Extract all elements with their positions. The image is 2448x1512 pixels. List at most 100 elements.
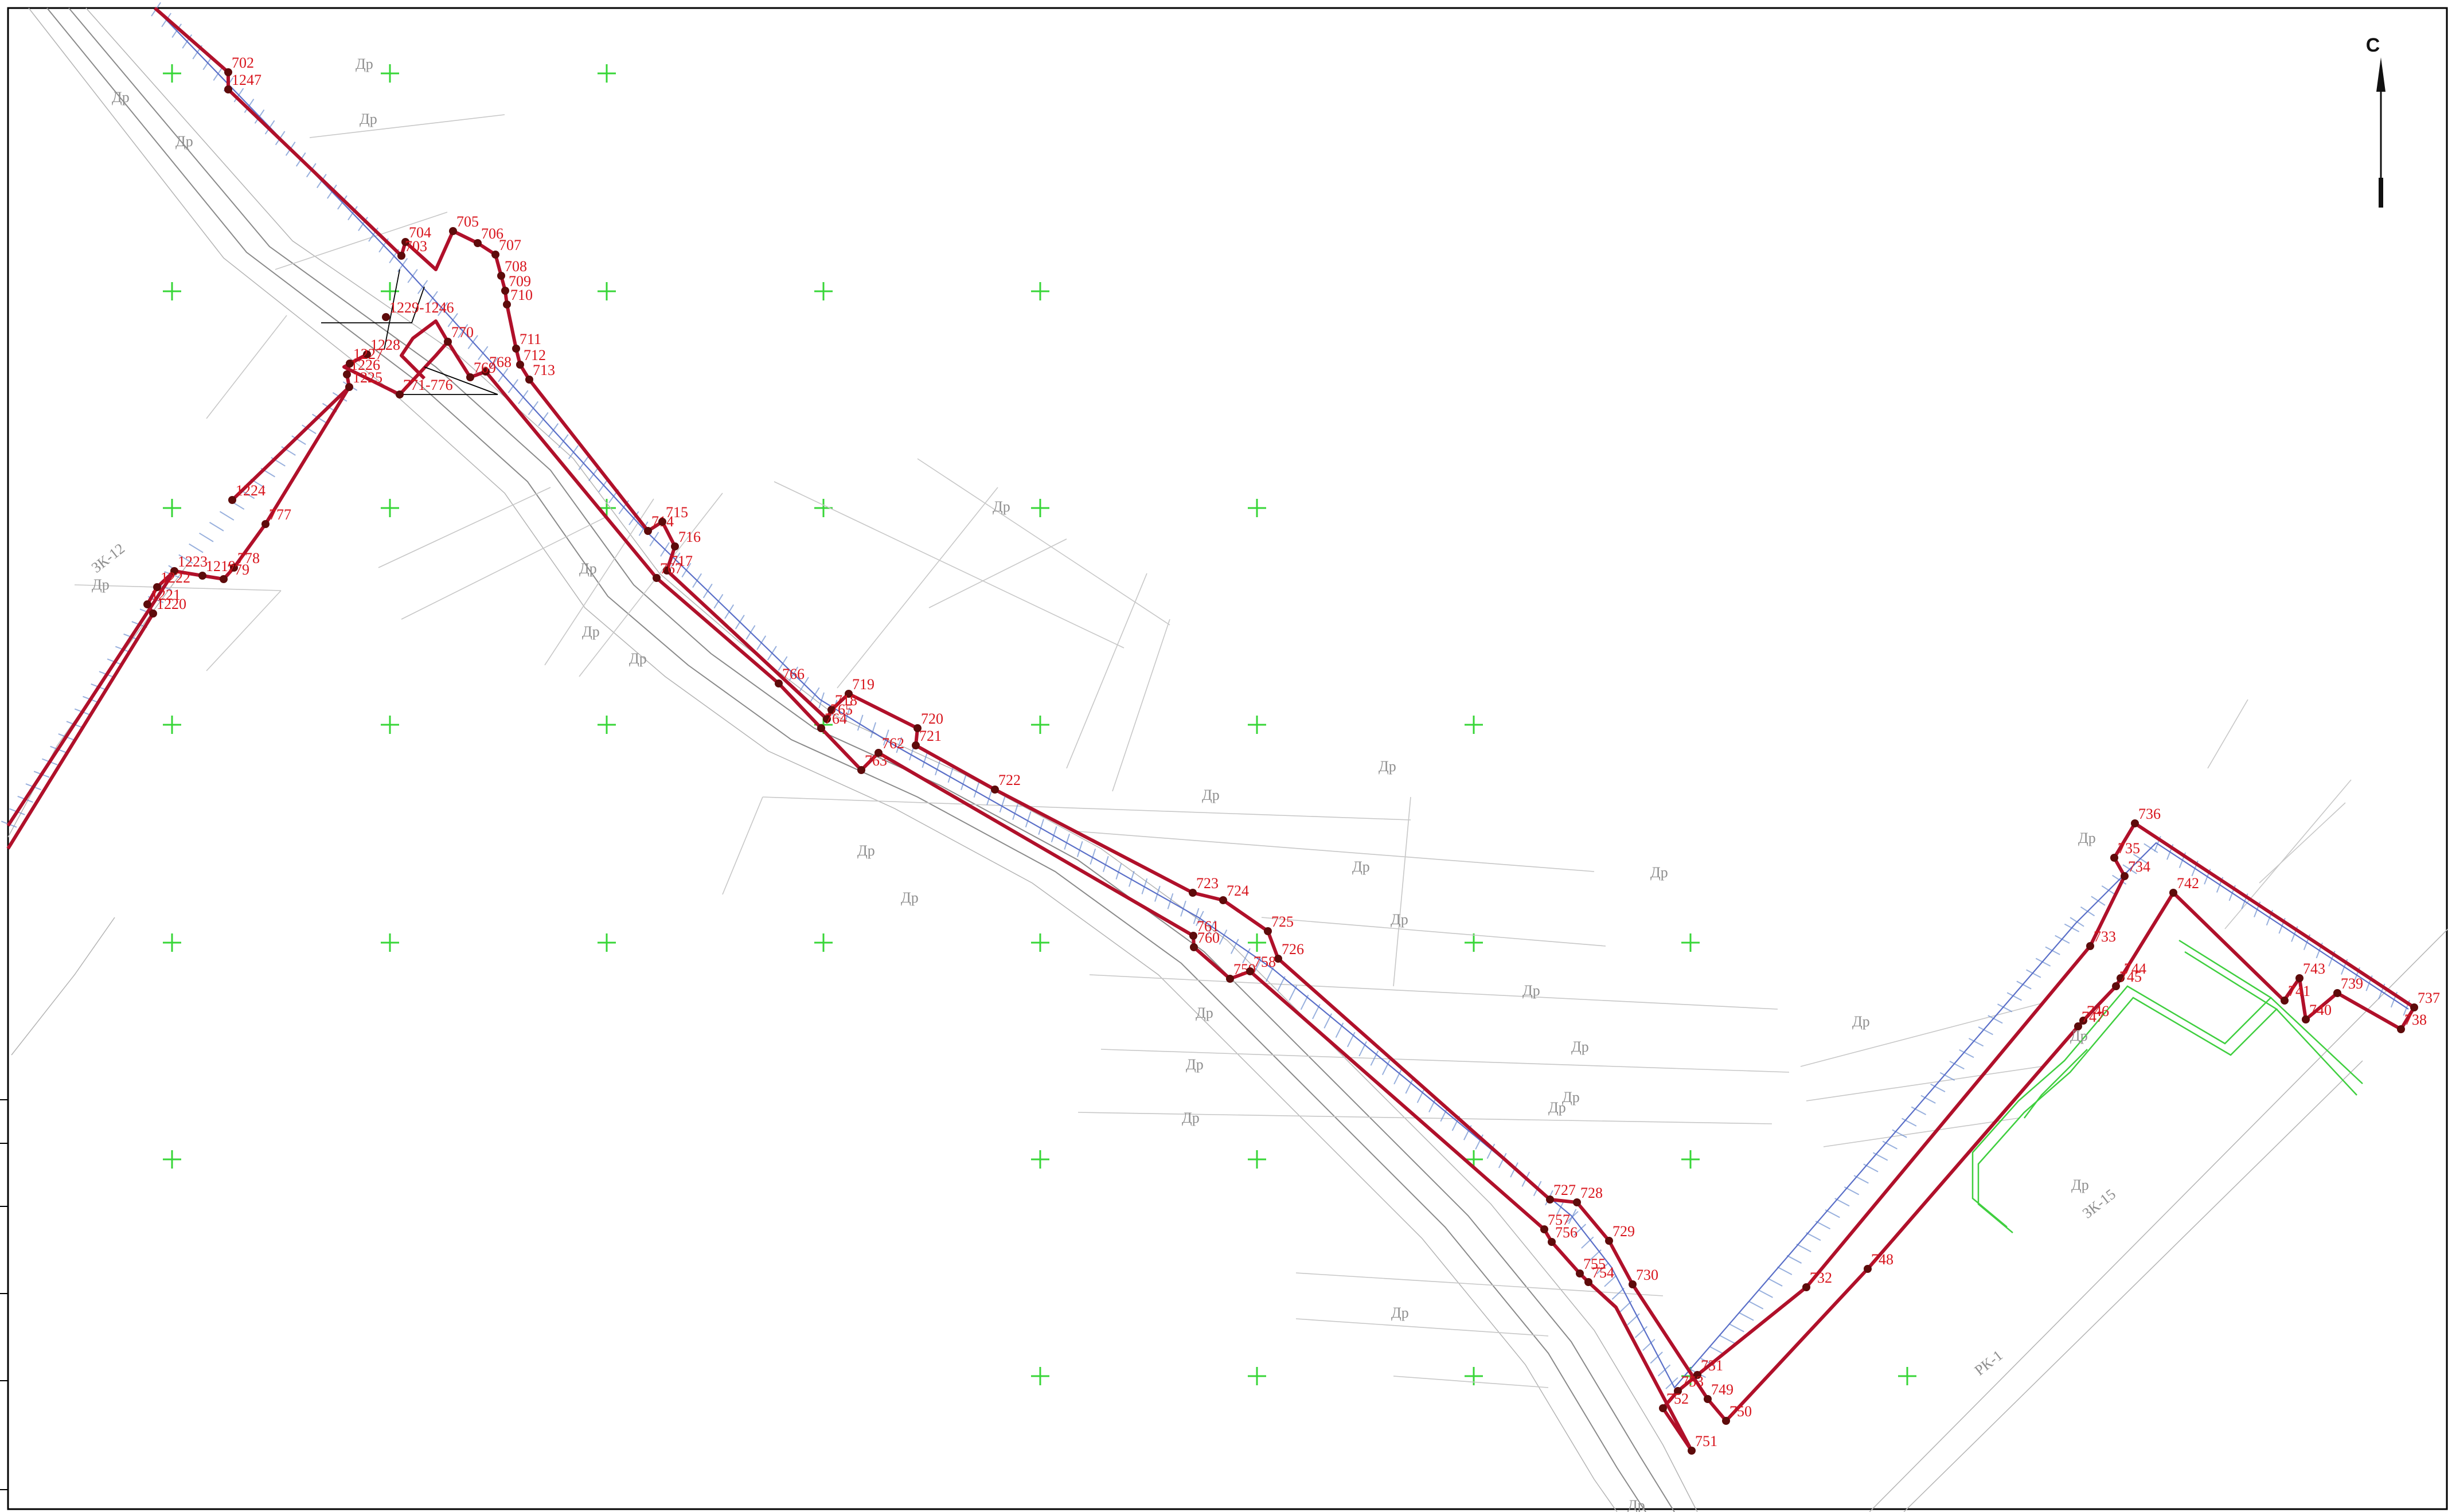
boundary-point-marker[interactable]	[1226, 975, 1234, 983]
terrain-label: Др	[857, 842, 875, 859]
boundary-point-marker[interactable]	[346, 360, 354, 368]
boundary-point-marker[interactable]	[1802, 1283, 1810, 1291]
boundary-point-marker[interactable]	[1540, 1225, 1548, 1233]
boundary-point-marker[interactable]	[224, 85, 232, 93]
hatch-mark	[1581, 1236, 1594, 1249]
boundary-point-marker[interactable]	[363, 350, 371, 358]
boundary-point-marker[interactable]	[874, 749, 883, 757]
boundary-point-marker[interactable]	[397, 252, 405, 260]
boundary-point-marker[interactable]	[1576, 1269, 1584, 1277]
boundary-point-marker[interactable]	[491, 251, 499, 259]
boundary-point-marker[interactable]	[220, 575, 228, 583]
boundary-point-marker[interactable]	[2281, 997, 2289, 1005]
boundary-point-marker[interactable]	[1190, 943, 1198, 951]
boundary-point-marker[interactable]	[396, 390, 404, 398]
boundary-point-marker[interactable]	[2086, 942, 2094, 950]
boundary-point-marker[interactable]	[345, 383, 353, 391]
hatch-mark	[1573, 1224, 1587, 1236]
boundary-point-marker[interactable]	[2295, 974, 2303, 982]
boundary-point-marker[interactable]	[503, 300, 511, 308]
boundary-point-marker[interactable]	[501, 287, 509, 295]
boundary-point-marker[interactable]	[482, 368, 490, 376]
boundary-point-marker[interactable]	[153, 583, 161, 591]
boundary-point-marker[interactable]	[2333, 989, 2341, 997]
boundary-point-marker[interactable]	[198, 572, 206, 580]
boundary-point-marker[interactable]	[497, 272, 505, 280]
boundary-point-marker[interactable]	[857, 766, 865, 774]
boundary-point-marker[interactable]	[1629, 1280, 1637, 1288]
boundary-point-marker[interactable]	[658, 518, 666, 526]
boundary-point-marker[interactable]	[228, 496, 236, 504]
boundary-point-marker[interactable]	[912, 741, 920, 749]
boundary-point-marker[interactable]	[1264, 927, 1272, 935]
boundary-point-marker[interactable]	[2169, 889, 2177, 897]
boundary-point-marker[interactable]	[1659, 1404, 1667, 1412]
boundary-point-marker[interactable]	[1189, 932, 1197, 940]
boundary-point-marker[interactable]	[449, 227, 457, 235]
boundary-point-marker[interactable]	[1548, 1238, 1556, 1246]
boundary-point-marker[interactable]	[261, 520, 270, 528]
hatch-mark	[189, 543, 204, 553]
boundary-point-marker[interactable]	[2117, 974, 2125, 982]
boundary-point-marker[interactable]	[512, 345, 520, 353]
boundary-point-marker[interactable]	[2302, 1015, 2310, 1023]
boundary-point-marker[interactable]	[827, 706, 835, 714]
boundary-point-marker[interactable]	[143, 600, 151, 608]
boundary-point-marker[interactable]	[2131, 819, 2139, 827]
boundary-point-marker[interactable]	[1584, 1278, 1592, 1286]
boundary-point-marker[interactable]	[1605, 1237, 1613, 1245]
boundary-point-marker[interactable]	[1674, 1387, 1682, 1395]
boundary-point-marker[interactable]	[991, 786, 999, 794]
hatch-mark	[1358, 1041, 1367, 1057]
hatch-mark	[1642, 1339, 1656, 1351]
boundary-point-marker[interactable]	[1219, 896, 1227, 904]
boundary-point-marker[interactable]	[1189, 889, 1197, 897]
boundary-point-marker[interactable]	[149, 610, 157, 618]
boundary-point-marker[interactable]	[1688, 1447, 1696, 1455]
boundary-point-marker[interactable]	[2074, 1022, 2082, 1030]
boundary-point-marker[interactable]	[382, 313, 390, 321]
boundary-point-marker[interactable]	[845, 690, 853, 698]
boundary-point-marker[interactable]	[817, 724, 825, 732]
boundary-point-marker[interactable]	[466, 373, 474, 381]
boundary-point-marker[interactable]	[1693, 1371, 1701, 1379]
boundary-point-label: 758	[1254, 954, 1276, 970]
boundary-point-marker[interactable]	[525, 376, 533, 384]
boundary-point-marker[interactable]	[2410, 1003, 2418, 1011]
hatch-mark	[1381, 1060, 1391, 1076]
boundary-point-marker[interactable]	[1246, 967, 1254, 975]
boundary-point-marker[interactable]	[653, 574, 661, 582]
boundary-point-marker[interactable]	[1864, 1265, 1872, 1273]
boundary-point-marker[interactable]	[671, 542, 679, 550]
boundary-point-marker[interactable]	[823, 715, 831, 723]
boundary-point-marker[interactable]	[516, 361, 524, 369]
boundary-point-marker[interactable]	[1573, 1198, 1581, 1206]
hatch-mark	[1930, 1083, 1946, 1092]
boundary-point-marker[interactable]	[170, 567, 178, 575]
boundary-point-marker[interactable]	[775, 679, 783, 687]
boundary-point-marker[interactable]	[1546, 1195, 1554, 1204]
boundary-point-marker[interactable]	[401, 238, 409, 246]
boundary-point-marker[interactable]	[1722, 1417, 1730, 1425]
boundary-point-marker[interactable]	[2121, 872, 2129, 880]
boundary-point-marker[interactable]	[230, 564, 238, 572]
boundary-point-marker[interactable]	[1704, 1395, 1712, 1403]
boundary-point-label: 746	[2087, 1003, 2109, 1019]
boundary-point-marker[interactable]	[474, 239, 482, 247]
boundary-point-marker[interactable]	[2110, 854, 2118, 862]
boundary-point-marker[interactable]	[644, 527, 652, 535]
boundary-point-marker[interactable]	[663, 566, 671, 575]
boundary-point-marker[interactable]	[224, 68, 232, 76]
boundary-point-marker[interactable]	[913, 724, 922, 732]
terrain-label: Др	[582, 623, 600, 640]
boundary-point-marker[interactable]	[343, 370, 351, 378]
boundary-point-marker[interactable]	[2397, 1025, 2405, 1033]
boundary-point-marker[interactable]	[444, 338, 452, 346]
boundary-point-marker[interactable]	[2079, 1017, 2087, 1025]
hatch-mark	[1627, 1313, 1640, 1326]
boundary-point-marker[interactable]	[1274, 955, 1282, 963]
boundary-point-label: 749	[1711, 1381, 1733, 1398]
boundary-point-marker[interactable]	[2112, 982, 2120, 990]
terrain-label: Др	[112, 89, 130, 106]
